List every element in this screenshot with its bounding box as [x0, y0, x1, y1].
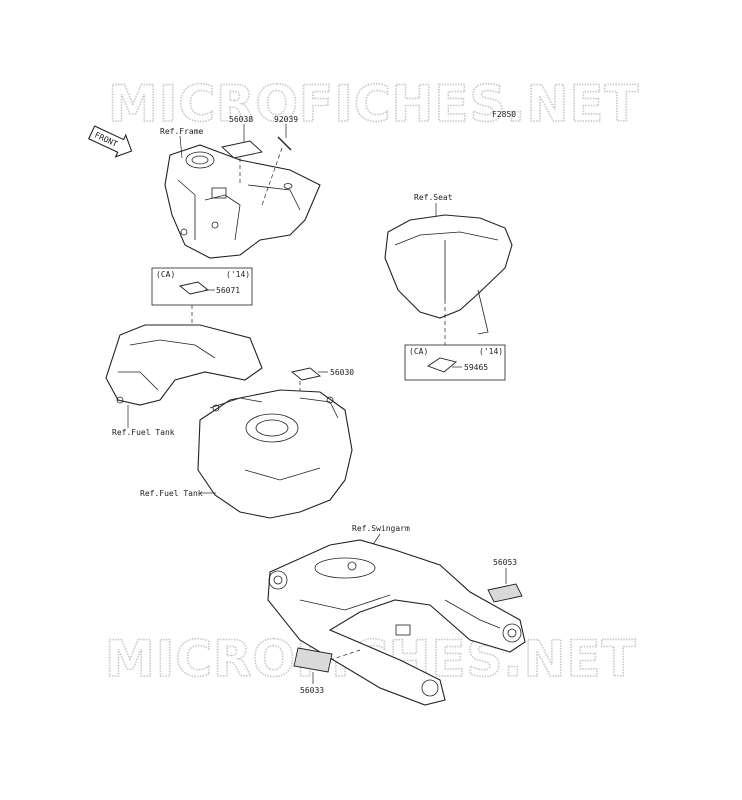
- part-56030-label: 56030: [330, 368, 354, 377]
- decal-56071: [178, 281, 210, 295]
- part-59465-label: 59465: [464, 363, 488, 372]
- tank-callout-box: (CA) ('14) 56071: [151, 267, 253, 306]
- seat-callout-box: (CA) ('14) 59465: [404, 344, 506, 381]
- decal-56038: [221, 140, 263, 159]
- clip-92039: [277, 136, 292, 151]
- part-56033-label: 56033: [300, 686, 324, 695]
- ref-frame-label: Ref.Frame: [160, 127, 204, 136]
- watermark-top: MICROFICHES.NET: [108, 75, 640, 133]
- fuel-tank-cover-part: [105, 324, 263, 406]
- seat-box-right: ('14): [479, 347, 503, 356]
- seat-box-left: (CA): [409, 347, 428, 356]
- part-56038-label: 56038: [229, 115, 253, 124]
- tank-box-left: (CA): [156, 270, 175, 279]
- ref-seat-label: Ref.Seat: [414, 193, 453, 202]
- ref-swingarm-label: Ref.Swingarm: [352, 524, 410, 533]
- decal-59465: [427, 357, 457, 373]
- ref-fuel-tank-cover-label: Ref.Fuel Tank: [112, 428, 175, 437]
- part-92039-label: 92039: [274, 115, 298, 124]
- frame-part: [164, 144, 321, 259]
- tank-box-right: ('14): [226, 270, 250, 279]
- seat-part: [384, 214, 513, 335]
- swingarm-part: [267, 539, 526, 706]
- decal-56033: [293, 647, 333, 673]
- decal-56053: [487, 583, 523, 603]
- part-56053-label: 56053: [493, 558, 517, 567]
- diagram-code: F2850: [492, 110, 516, 119]
- ref-fuel-tank-label: Ref.Fuel Tank: [140, 489, 203, 498]
- front-arrow-icon: FRONT: [87, 125, 133, 158]
- fuel-tank-part: [197, 389, 353, 519]
- decal-56030: [290, 367, 322, 381]
- part-56071-label: 56071: [216, 286, 240, 295]
